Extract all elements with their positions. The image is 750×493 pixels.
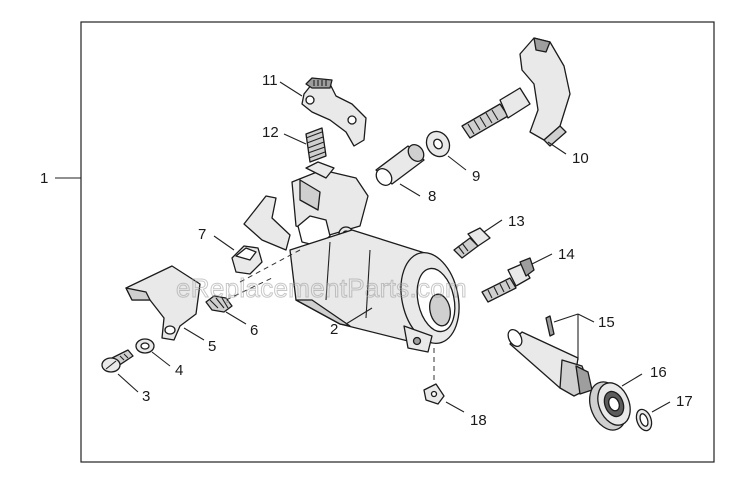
callout-label-1: 1 [40, 170, 48, 187]
callout-label-10: 10 [572, 150, 589, 167]
part-8-sleeve[interactable] [373, 142, 427, 189]
part-10-t-handle[interactable] [461, 37, 571, 147]
callout-label-5: 5 [208, 338, 216, 355]
assembly-guide-lines [225, 249, 521, 382]
callout-label-17: 17 [676, 393, 693, 410]
callout-5[interactable]: 5 [183, 327, 216, 355]
part-12-spring[interactable] [305, 127, 327, 163]
part-17-snap-ring[interactable] [634, 407, 655, 432]
callout-14[interactable]: 14 [531, 246, 575, 265]
callout-label-7: 7 [198, 226, 206, 243]
callout-6[interactable]: 6 [225, 311, 258, 339]
callout-label-2: 2 [330, 321, 338, 338]
callout-2[interactable]: 2 [330, 307, 373, 338]
callout-4[interactable]: 4 [151, 351, 183, 379]
part-3-screw[interactable] [101, 349, 134, 373]
callout-label-3: 3 [142, 388, 150, 405]
callout-17[interactable]: 17 [651, 393, 693, 413]
callout-3[interactable]: 3 [117, 373, 150, 405]
part-16-bearing[interactable] [583, 376, 636, 435]
part-15-shaft-assembly[interactable] [505, 315, 593, 397]
part-2-housing[interactable] [243, 161, 467, 353]
part-5-bracket[interactable] [125, 265, 201, 341]
callout-label-12: 12 [262, 124, 279, 141]
diagram-frame [80, 21, 715, 463]
part-9-washer[interactable] [422, 127, 454, 161]
part-14-spring-plunger[interactable] [481, 257, 535, 303]
callout-1[interactable]: 1 [40, 170, 81, 187]
callout-7[interactable]: 7 [198, 226, 235, 251]
callout-16[interactable]: 16 [621, 364, 667, 387]
callout-label-14: 14 [558, 246, 575, 263]
callout-label-13: 13 [508, 213, 525, 230]
part-13-bolt[interactable] [453, 227, 491, 259]
callout-label-18: 18 [470, 412, 487, 429]
callout-label-9: 9 [472, 168, 480, 185]
callout-8[interactable]: 8 [399, 183, 436, 205]
callout-12[interactable]: 12 [262, 124, 307, 145]
callout-label-15: 15 [598, 314, 615, 331]
callout-label-16: 16 [650, 364, 667, 381]
callout-label-8: 8 [428, 188, 436, 205]
part-11-pawl-plate[interactable] [301, 77, 367, 147]
callout-15[interactable]: 15 [553, 313, 615, 360]
callout-11[interactable]: 11 [262, 72, 303, 97]
callout-label-11: 11 [262, 72, 278, 89]
callout-18[interactable]: 18 [445, 401, 487, 429]
part-7-hex-nut[interactable] [231, 245, 263, 275]
callout-9[interactable]: 9 [447, 155, 480, 185]
callout-label-4: 4 [175, 362, 183, 379]
callout-label-6: 6 [250, 322, 258, 339]
part-18-key[interactable] [423, 383, 445, 405]
callout-13[interactable]: 13 [483, 213, 525, 233]
part-4-washer[interactable] [135, 338, 155, 354]
callout-10[interactable]: 10 [547, 141, 589, 167]
part-6-spring-clip[interactable] [205, 295, 233, 313]
watermark-text: eReplacementParts.com [176, 273, 467, 303]
